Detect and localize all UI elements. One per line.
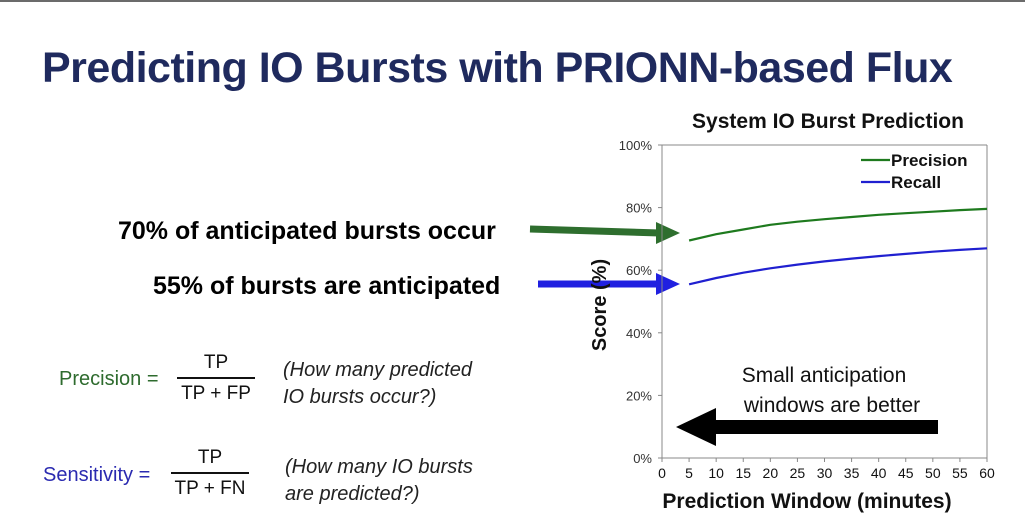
precision-note: (How many predicted IO bursts occur?): [283, 357, 472, 411]
x-axis-label: Prediction Window (minutes): [662, 490, 951, 513]
left-arrow-head: [676, 408, 716, 446]
precision-note-line1: (How many predicted: [283, 359, 472, 381]
x-tick-label: 10: [708, 465, 724, 481]
x-tick-label: 20: [763, 465, 779, 481]
series-line-precision: [688, 207, 988, 242]
left-arrow-shaft: [712, 420, 938, 434]
y-tick-group: 0% 20% 40% 60% 80% 100%: [619, 138, 662, 466]
precision-formula-label: Precision =: [59, 368, 159, 390]
series-group: [688, 207, 988, 286]
sensitivity-note: (How many IO bursts are predicted?): [285, 454, 473, 508]
x-tick-label: 45: [898, 465, 914, 481]
x-tick-label: 0: [658, 465, 666, 481]
y-tick-label: 80%: [626, 201, 652, 216]
recall-callout: 55% of bursts are anticipated: [153, 272, 501, 300]
y-axis-label: Score (%): [589, 259, 611, 351]
precision-denominator: TP + FP: [181, 383, 251, 404]
precision-arrow-shaft: [529, 225, 661, 237]
y-tick-label: 60%: [626, 263, 652, 278]
fraction-bar: [171, 472, 249, 474]
precision-numerator: TP: [203, 352, 229, 373]
x-tick-label: 30: [817, 465, 833, 481]
x-tick-label: 40: [871, 465, 887, 481]
slide-title: Predicting IO Bursts with PRIONN-based F…: [42, 44, 953, 92]
chart-title: System IO Burst Prediction: [692, 110, 964, 133]
sensitivity-note-line1: (How many IO bursts: [285, 456, 473, 478]
y-tick-label: 40%: [626, 326, 652, 341]
sensitivity-numerator: TP: [197, 447, 223, 468]
precision-note-line2: IO bursts occur?): [283, 386, 437, 408]
legend-label-precision: Precision: [891, 151, 968, 170]
legend-label-recall: Recall: [891, 173, 941, 192]
x-tick-group: 0 5 10 15 20 25 30 35 40 45 50 55 60: [658, 458, 995, 481]
x-tick-label: 55: [952, 465, 968, 481]
chart-annotation-line2: windows are better: [743, 394, 920, 417]
x-tick-label: 5: [685, 465, 693, 481]
sensitivity-denominator: TP + FN: [174, 478, 246, 499]
x-tick-label: 50: [925, 465, 941, 481]
precision-callout: 70% of anticipated bursts occur: [118, 217, 496, 245]
x-tick-label: 15: [735, 465, 751, 481]
y-tick-label: 20%: [626, 388, 652, 403]
x-tick-label: 60: [979, 465, 995, 481]
top-border: [0, 0, 1025, 2]
y-tick-label: 0%: [633, 451, 652, 466]
fraction-bar: [177, 377, 255, 379]
sensitivity-formula-label: Sensitivity =: [43, 464, 151, 486]
chart-annotation-line1: Small anticipation: [742, 364, 907, 387]
precision-fraction: TP TP + FP: [176, 352, 256, 405]
x-tick-label: 25: [790, 465, 806, 481]
y-tick-label: 100%: [619, 138, 653, 153]
sensitivity-note-line2: are predicted?): [285, 483, 420, 505]
x-tick-label: 35: [844, 465, 860, 481]
series-line-recall: [688, 247, 988, 286]
sensitivity-fraction: TP TP + FN: [170, 447, 250, 500]
